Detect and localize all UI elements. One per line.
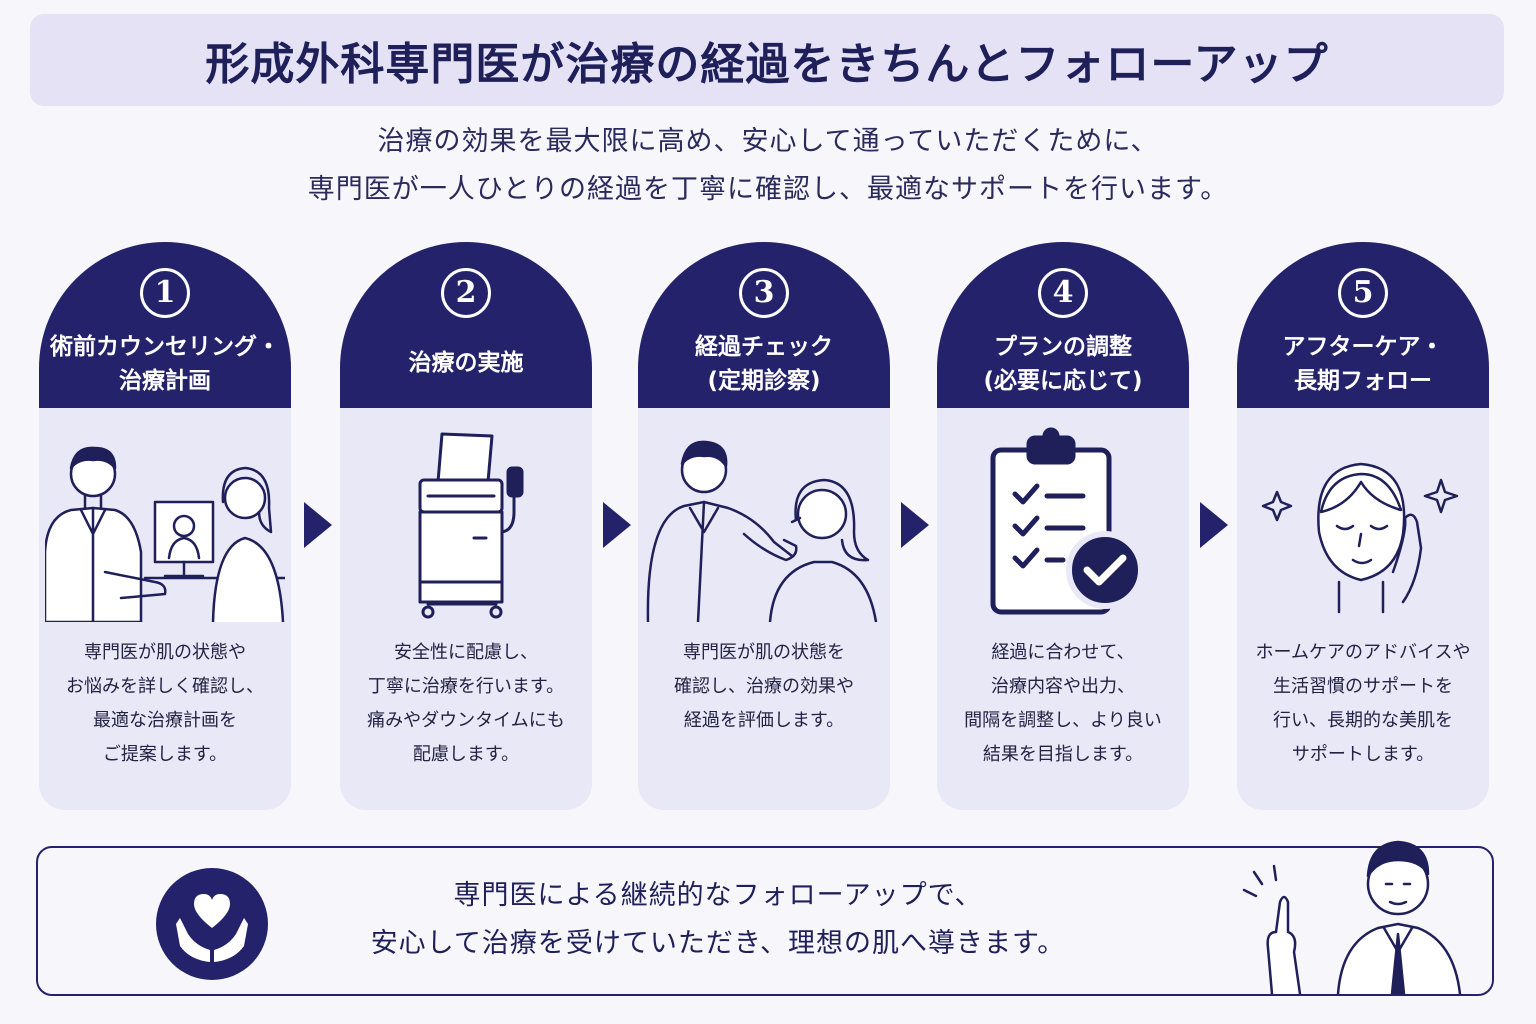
summary-line-1: 専門医による継続的なフォローアップで、 — [453, 880, 983, 911]
intro-line-1: 治療の効果を最大限に高め、安心して通っていただくために、 — [377, 126, 1159, 157]
step-desc-1: 専門医が肌の状態や お悩みを詳しく確認し、 最適な治療計画を ご提案します。 — [39, 636, 291, 772]
step-number-5: 5 — [1338, 268, 1388, 318]
summary-line-2: 安心して治療を受けていただき、理想の肌へ導きます。 — [370, 928, 1066, 959]
step-desc-1-line-3: 最適な治療計画を — [93, 710, 237, 731]
intro-text: 治療の効果を最大限に高め、安心して通っていただくために、 専門医が一人ひとりの経… — [0, 118, 1536, 214]
arrow-icon-1 — [304, 502, 332, 548]
step-label-2-line-1: 治療の実施 — [408, 350, 524, 376]
step-card-5: 5 アフターケア・ 長期フォロー ホームケアのアドバイスや 生活習慣のサポートを… — [1237, 242, 1489, 810]
step-desc-1-line-2: お悩みを詳しく確認し、 — [66, 676, 264, 697]
consultation-icon — [45, 446, 285, 622]
step-number-3: 3 — [739, 268, 789, 318]
step-label-1-line-2: 治療計画 — [119, 368, 211, 394]
step-desc-4: 経過に合わせて、 治療内容や出力、 間隔を調整し、より良い 結果を目指します。 — [937, 636, 1189, 772]
step-body-4: 経過に合わせて、 治療内容や出力、 間隔を調整し、より良い 結果を目指します。 — [937, 408, 1189, 810]
step-body-2: 安全性に配慮し、 丁寧に治療を行います。 痛みやダウンタイムにも 配慮します。 — [340, 408, 592, 810]
step-desc-2: 安全性に配慮し、 丁寧に治療を行います。 痛みやダウンタイムにも 配慮します。 — [340, 636, 592, 772]
step-desc-4-line-1: 経過に合わせて、 — [991, 642, 1135, 663]
step-label-2: 治療の実施 — [340, 346, 592, 380]
step-label-4-line-1: プランの調整 — [994, 334, 1132, 360]
step-label-3: 経過チェック (定期診察) — [638, 330, 890, 398]
step-label-5: アフターケア・ 長期フォロー — [1237, 330, 1489, 398]
step-label-3-line-1: 経過チェック — [695, 334, 833, 360]
step-header-3: 3 経過チェック (定期診察) — [638, 242, 890, 408]
step-label-1-line-1: 術前カウンセリング・ — [50, 334, 280, 360]
step-desc-2-line-1: 安全性に配慮し、 — [394, 642, 538, 663]
step-desc-1-line-1: 専門医が肌の状態や — [84, 642, 246, 663]
heart-hands-icon — [156, 868, 268, 980]
step-number-2: 2 — [441, 268, 491, 318]
step-desc-2-line-2: 丁寧に治療を行います。 — [367, 676, 565, 697]
clipboard-check-icon — [990, 427, 1144, 615]
step-desc-5-line-3: 行い、長期的な美肌を — [1273, 710, 1453, 731]
step-desc-3: 専門医が肌の状態を 確認し、治療の効果や 経過を評価します。 — [638, 636, 890, 738]
step-desc-2-line-3: 痛みやダウンタイムにも — [367, 710, 565, 731]
step-desc-5-line-1: ホームケアのアドバイスや — [1255, 642, 1471, 663]
step-card-3: 3 経過チェック (定期診察) 専門医が肌の状態を 確認し、治療の効果や 経過を… — [638, 242, 890, 810]
step-header-2: 2 治療の実施 — [340, 242, 592, 408]
step-desc-3-line-1: 専門医が肌の状態を — [683, 642, 845, 663]
step-body-1: 専門医が肌の状態や お悩みを詳しく確認し、 最適な治療計画を ご提案します。 — [39, 408, 291, 810]
step-desc-3-line-2: 確認し、治療の効果や — [674, 676, 854, 697]
page-title: 形成外科専門医が治療の経過をきちんとフォローアップ — [205, 39, 1329, 90]
arrow-icon-3 — [901, 502, 929, 548]
summary-text: 専門医による継続的なフォローアップで、 安心して治療を受けていただき、理想の肌へ… — [338, 872, 1098, 968]
step-card-2: 2 治療の実施 安全性に配慮し、 丁寧に治療を行います。 痛みやダウンタイムにも… — [340, 242, 592, 810]
step-desc-5: ホームケアのアドバイスや 生活習慣のサポートを 行い、長期的な美肌を サポートし… — [1237, 636, 1489, 772]
step-desc-4-line-3: 間隔を調整し、より良い — [964, 710, 1162, 731]
treatment-device-icon — [418, 432, 524, 619]
step-label-4-line-2: (必要に応じて) — [983, 368, 1143, 394]
step-card-1: 1 術前カウンセリング・ 治療計画 専門医が肌の状態や — [39, 242, 291, 810]
skincare-face-icon — [1261, 462, 1459, 614]
step-header-1: 1 術前カウンセリング・ 治療計画 — [39, 242, 291, 408]
step-desc-5-line-2: 生活習慣のサポートを — [1273, 676, 1453, 697]
step-desc-5-line-4: サポートします。 — [1291, 744, 1435, 765]
step-label-1: 術前カウンセリング・ 治療計画 — [39, 330, 291, 398]
step-desc-3-line-3: 経過を評価します。 — [683, 710, 845, 731]
summary-box: 専門医による継続的なフォローアップで、 安心して治療を受けていただき、理想の肌へ… — [36, 840, 1494, 996]
checkup-icon — [646, 440, 878, 622]
step-label-5-line-1: アフターケア・ — [1282, 334, 1444, 360]
arrow-icon-2 — [603, 502, 631, 548]
step-desc-4-line-4: 結果を目指します。 — [982, 744, 1144, 765]
step-desc-4-line-2: 治療内容や出力、 — [991, 676, 1135, 697]
step-header-5: 5 アフターケア・ 長期フォロー — [1237, 242, 1489, 408]
step-number-4: 4 — [1038, 268, 1088, 318]
step-body-3: 専門医が肌の状態を 確認し、治療の効果や 経過を評価します。 — [638, 408, 890, 810]
step-number-1: 1 — [140, 268, 190, 318]
arrow-icon-4 — [1200, 502, 1228, 548]
step-card-4: 4 プランの調整 (必要に応じて) 経過に合わせて、 治療内容や出力、 間隔を調… — [937, 242, 1189, 810]
step-label-4: プランの調整 (必要に応じて) — [937, 330, 1189, 398]
doctor-pointing-icon — [1242, 840, 1462, 994]
step-desc-1-line-4: ご提案します。 — [102, 744, 228, 765]
step-label-5-line-2: 長期フォロー — [1294, 368, 1432, 394]
step-label-3-line-2: (定期診察) — [707, 368, 821, 394]
step-desc-2-line-4: 配慮します。 — [412, 744, 520, 765]
title-banner: 形成外科専門医が治療の経過をきちんとフォローアップ — [30, 14, 1504, 106]
intro-line-2: 専門医が一人ひとりの経過を丁寧に確認し、最適なサポートを行います。 — [307, 174, 1229, 205]
step-body-5: ホームケアのアドバイスや 生活習慣のサポートを 行い、長期的な美肌を サポートし… — [1237, 408, 1489, 810]
step-header-4: 4 プランの調整 (必要に応じて) — [937, 242, 1189, 408]
